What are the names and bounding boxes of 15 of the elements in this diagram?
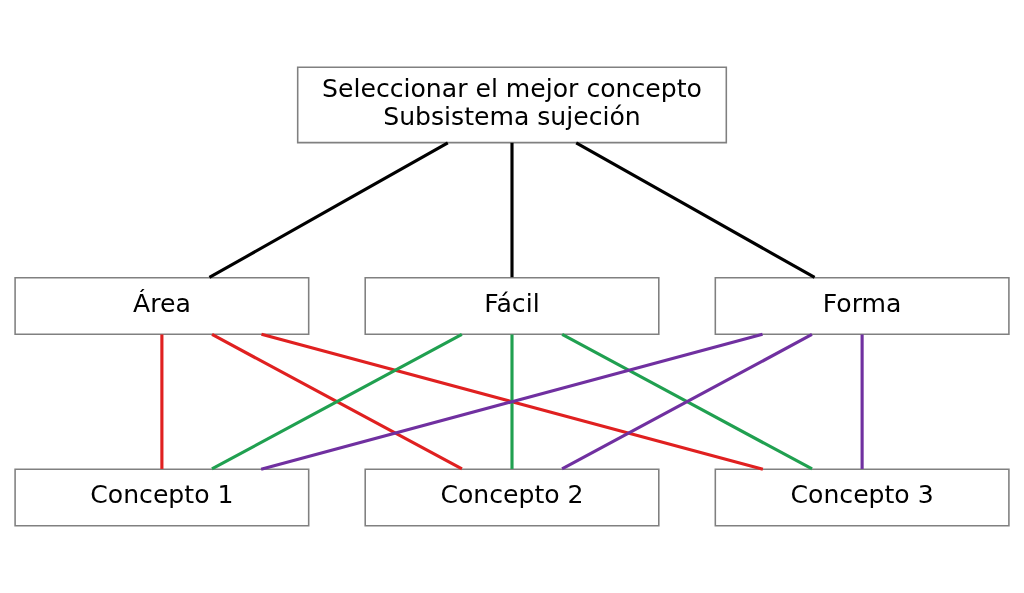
connector — [208, 141, 449, 279]
node-box: Concepto 1 — [14, 468, 310, 527]
connector — [160, 334, 164, 469]
node-box: Concepto 3 — [714, 468, 1010, 527]
node-box: Forma — [714, 276, 1010, 335]
node-box: Seleccionar el mejor concepto Subsistema sujeción — [296, 66, 728, 144]
connector — [860, 334, 864, 469]
node-box: Fácil — [364, 276, 660, 335]
connector — [561, 333, 813, 471]
node-box: Área — [14, 276, 310, 335]
connector — [575, 141, 816, 279]
connector — [510, 142, 514, 278]
node-box: Concepto 2 — [364, 468, 660, 527]
connector — [510, 334, 514, 469]
connector — [211, 333, 463, 471]
